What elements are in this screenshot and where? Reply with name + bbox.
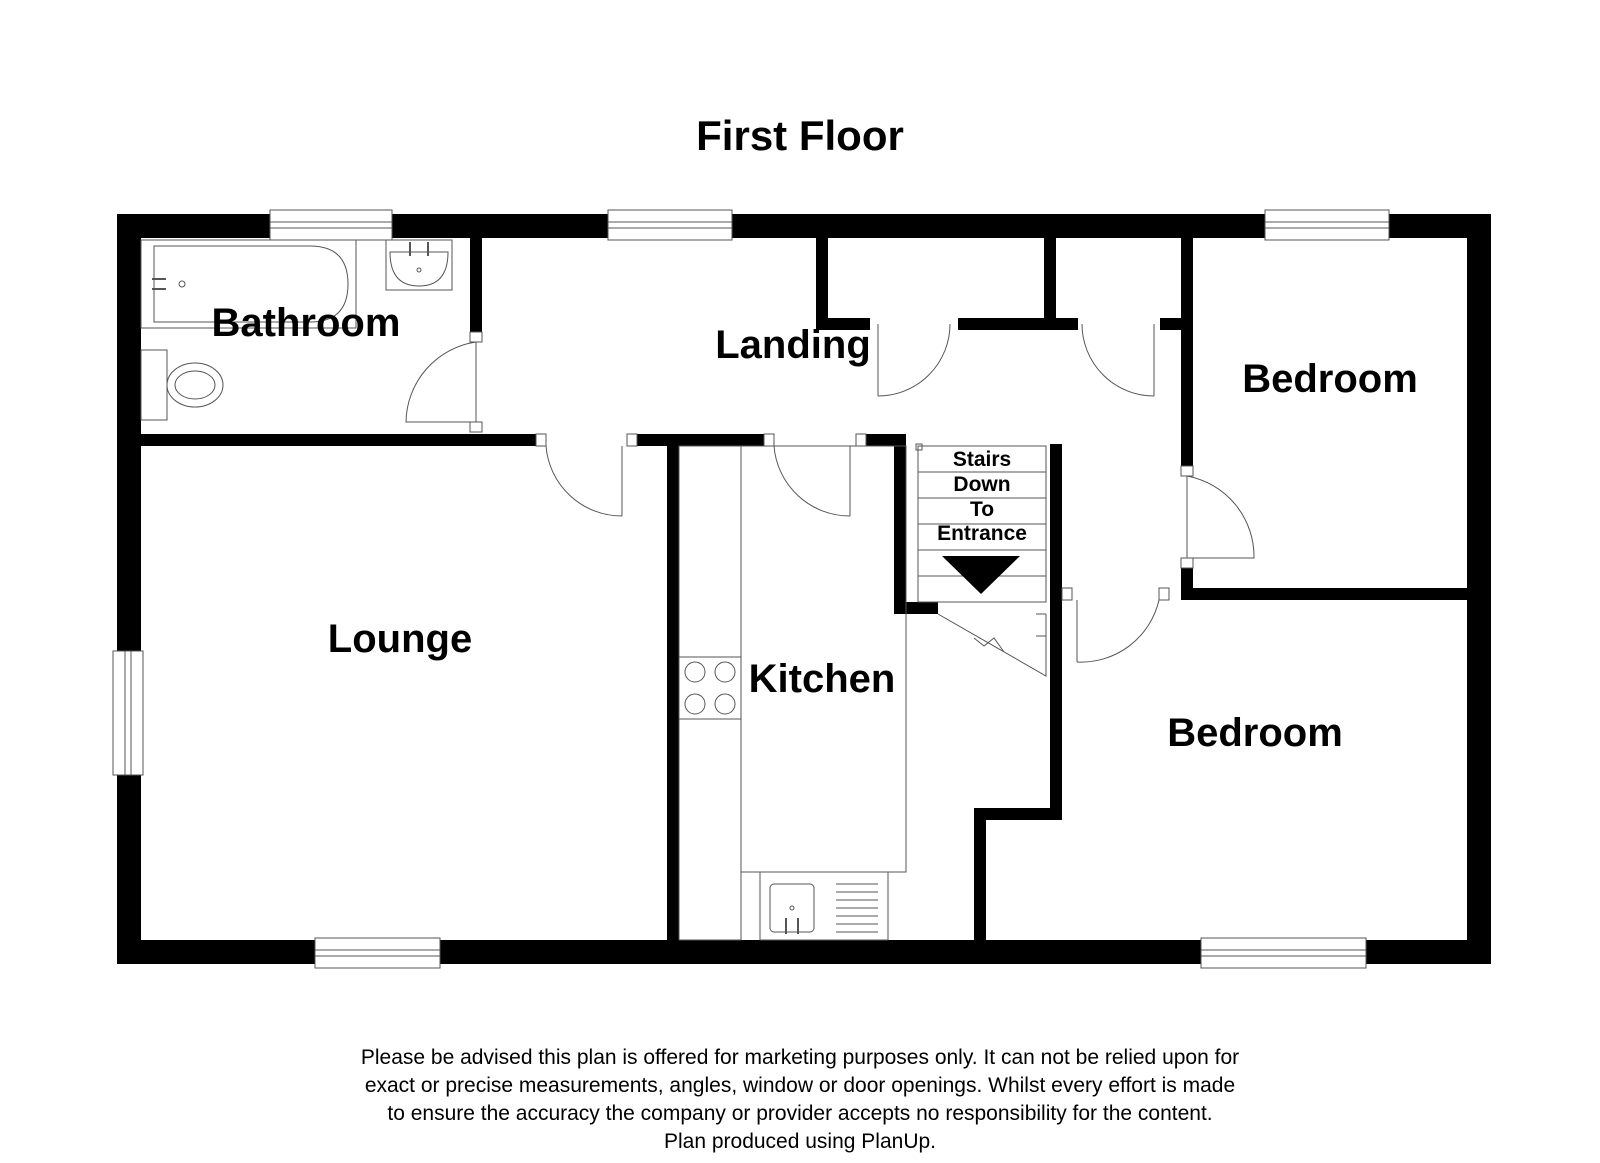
door-bedroom-1: [1180, 465, 1255, 569]
disclaimer: Please be advised this plan is offered f…: [200, 1044, 1400, 1156]
disclaimer-line-2: exact or precise measurements, angles, w…: [364, 1074, 1236, 1097]
kitchen-sink: [759, 871, 889, 941]
toilet: [140, 349, 224, 421]
stairs-label-line-1: Stairs: [953, 448, 1011, 471]
windows: [112, 209, 1390, 969]
room-label-kitchen: Kitchen: [749, 657, 896, 701]
kitchen-fixtures: [678, 445, 907, 941]
door-kitchen: [763, 433, 867, 517]
disclaimer-line-4: Plan produced using PlanUp.: [663, 1130, 936, 1153]
hob: [678, 656, 742, 720]
door-lounge: [535, 433, 638, 517]
room-label-bedroom-1: Bedroom: [1242, 357, 1418, 401]
stairs-label-line-4: Entrance: [937, 522, 1027, 545]
window-bathroom: [269, 209, 393, 241]
window-bedroom-1: [1264, 209, 1390, 241]
disclaimer-line-3: to ensure the accuracy the company or pr…: [387, 1102, 1213, 1125]
room-label-lounge: Lounge: [328, 617, 472, 661]
floor-title: First Floor: [696, 112, 904, 159]
stairs-label-line-2: Down: [953, 473, 1010, 496]
window-landing: [607, 209, 733, 241]
bathroom-fixtures: [140, 239, 453, 421]
door-bedroom-2: [1061, 587, 1170, 663]
doors: [405, 323, 1255, 663]
kitchen-worktop-left: [678, 445, 742, 941]
stairs: Stairs Down To Entrance: [915, 443, 1047, 677]
basin: [385, 239, 453, 291]
window-lounge-side: [112, 650, 144, 776]
disclaimer-line-1: Please be advised this plan is offered f…: [360, 1046, 1240, 1069]
interior-walls: [141, 238, 1467, 940]
window-bedroom-2: [1200, 937, 1367, 969]
door-cupboard-1: [877, 323, 951, 397]
door-cupboard-2: [1081, 323, 1155, 397]
window-lounge-bottom: [314, 937, 441, 969]
bathtub: [140, 239, 357, 329]
room-label-landing: Landing: [715, 323, 871, 367]
room-label-bathroom: Bathroom: [212, 301, 401, 345]
stairs-label-line-3: To: [970, 498, 994, 521]
door-bathroom: [405, 331, 483, 433]
stairs-arrow-icon: [942, 556, 1020, 594]
room-label-bedroom-2: Bedroom: [1167, 711, 1343, 755]
